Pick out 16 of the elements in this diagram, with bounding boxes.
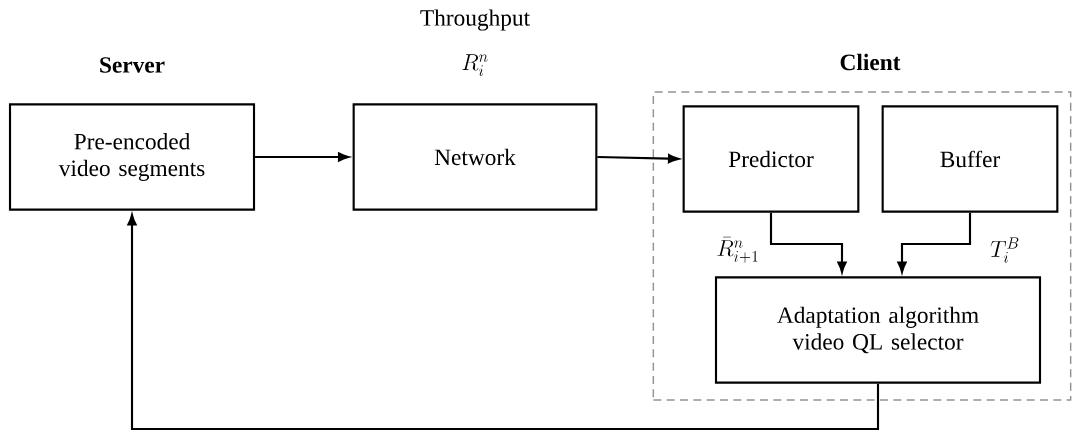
edge-label: $\bar{R}_{i+1}^{n}$: [715, 235, 761, 265]
process-box: Buffer: [881, 105, 1059, 213]
throughput-symbol: $R_{i}^{n}$: [462, 54, 488, 76]
group-heading: Client: [840, 53, 901, 71]
arrow: [897, 212, 972, 273]
throughput-label: Throughput: [420, 9, 530, 31]
process-box: Network: [352, 103, 598, 211]
arrow: [255, 152, 350, 162]
arrow: [769, 212, 847, 273]
arrow: [597, 154, 680, 164]
group-heading: Server: [100, 57, 165, 73]
edge-label: $T_{i}^{B}$: [988, 236, 1022, 264]
process-box: Pre-encoded video segments: [8, 103, 256, 211]
process-box: Predictor: [682, 105, 860, 213]
arrow: [127, 214, 880, 431]
process-box: Adaptation algorithm video QL selector: [714, 276, 1042, 384]
